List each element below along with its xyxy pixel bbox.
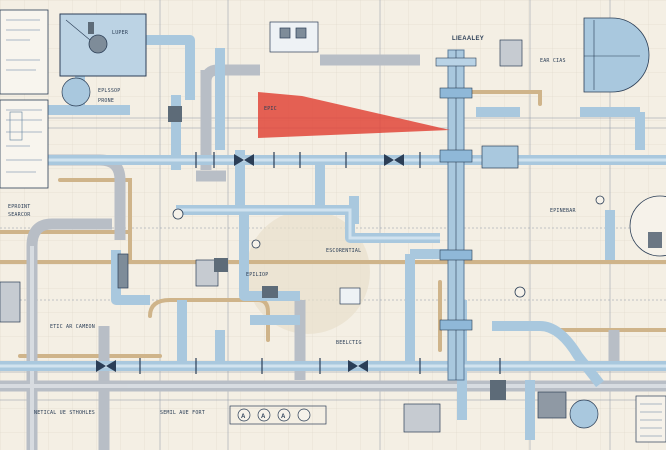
label-left-block-a: EPROINT bbox=[8, 204, 30, 210]
label-top-center: LIEAALEY bbox=[452, 36, 484, 42]
label-upper-left-b: PRONE bbox=[98, 98, 114, 104]
label-mid-right: EPINEBAR bbox=[550, 208, 576, 214]
top-left-panel bbox=[59, 13, 147, 77]
symbol-label: A bbox=[281, 414, 286, 420]
label-left-block-b: SEARCOR bbox=[8, 212, 31, 218]
label-upper-left-a: EPLSSOP bbox=[98, 88, 120, 94]
label-mid-left: EPILIOP bbox=[246, 272, 268, 278]
left-detail-panels bbox=[0, 9, 49, 189]
red-highlight-zone bbox=[258, 92, 450, 138]
main-riser bbox=[435, 49, 477, 381]
symbol-label: A bbox=[241, 414, 246, 420]
label-red-zone: EPIC bbox=[264, 106, 277, 112]
pipe-flanges bbox=[139, 152, 501, 374]
blue-tank bbox=[583, 17, 650, 93]
legend-box bbox=[635, 395, 666, 443]
right-circular-detail bbox=[629, 195, 666, 257]
label-lower-left-note: ETIC AR CAMEON bbox=[50, 324, 95, 330]
valve-symbols bbox=[96, 106, 506, 400]
label-bottom-left-note: NETICAL UE STHOHLES bbox=[34, 410, 95, 416]
label-bottom-center-note: SEMIL AUE FORT bbox=[160, 410, 205, 416]
background-disc bbox=[246, 210, 370, 334]
symbol-legend-row: A A A bbox=[229, 405, 327, 425]
gauge-symbols bbox=[172, 195, 605, 298]
label-top-left-panel: LUPER bbox=[112, 30, 129, 36]
label-right-top: EAR CIAS bbox=[540, 58, 566, 64]
symbol-label: A bbox=[261, 414, 266, 420]
equipment-blocks bbox=[0, 21, 599, 433]
label-lower-center-note: BEELCTIG bbox=[336, 340, 362, 346]
label-mid-center: ESCORENTIAL bbox=[326, 248, 361, 254]
